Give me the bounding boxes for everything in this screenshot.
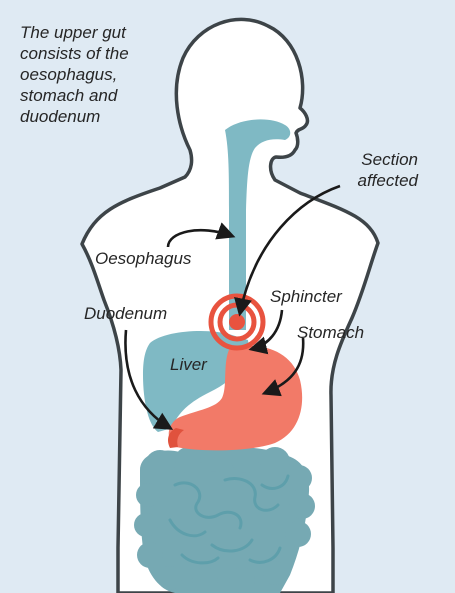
affected-section-target: [211, 296, 263, 348]
sphincter-label: Sphincter: [270, 286, 342, 307]
oesophagus-label: Oesophagus: [95, 248, 191, 269]
section-affected-label: Section affected: [340, 149, 418, 191]
stomach-label: Stomach: [297, 322, 364, 343]
intro-text: The upper gut consists of the oesophagus…: [20, 22, 129, 127]
duodenum-label: Duodenum: [84, 303, 167, 324]
small-intestine: [134, 444, 315, 593]
liver-label: Liver: [170, 354, 207, 375]
